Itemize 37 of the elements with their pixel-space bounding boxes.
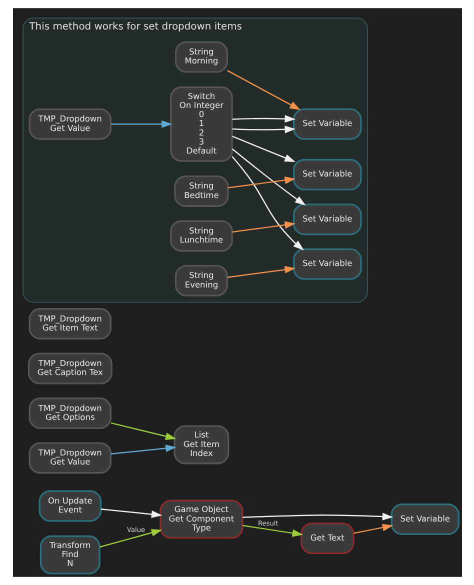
node-box: TMP_Dropdown Get Options — [28, 398, 112, 429]
node-box: TMP_Dropdown Get Item Text — [28, 308, 112, 340]
node-box: Get Text — [300, 522, 354, 554]
arrow — [353, 524, 393, 534]
node-box: Set Variable — [390, 504, 460, 536]
arrow — [227, 176, 296, 188]
arrow — [231, 148, 306, 206]
node-box: On Update Event — [38, 490, 102, 522]
node-box: String Morning — [174, 41, 228, 73]
arrow — [232, 115, 296, 123]
node-box: TMP_Dropdown Get Value — [28, 442, 112, 474]
node-box: Set Variable — [292, 204, 362, 236]
arrow — [110, 120, 172, 128]
arrow — [242, 512, 393, 520]
arrow — [226, 266, 296, 278]
node-box: String Bedtime — [174, 175, 228, 207]
arrow — [242, 524, 303, 537]
node-box: String Lunchtime — [169, 220, 232, 252]
node-box: Transform Find N — [39, 535, 100, 574]
arrow — [110, 422, 176, 440]
node-box: Set Variable — [292, 108, 362, 140]
node-box: TMP_Dropdown Get Value — [28, 108, 112, 140]
node-box: Game Object Get Component Type — [159, 500, 243, 539]
arrow — [232, 126, 296, 134]
arrow — [231, 156, 304, 250]
node-box: Switch On Integer 0 1 2 3 Default — [169, 86, 232, 162]
arrow — [232, 136, 295, 162]
node-box: String Evening — [174, 264, 228, 296]
arrow — [100, 508, 162, 518]
arrow — [226, 70, 300, 110]
node-box: Set Variable — [292, 248, 362, 280]
node-box: List Get Item Index — [173, 425, 229, 464]
node-box: Set Variable — [292, 158, 362, 190]
arrow — [99, 529, 162, 548]
arrow — [110, 444, 176, 454]
arrow — [232, 221, 296, 233]
node-box: TMP_Dropdown Get Caption Tex — [27, 352, 112, 384]
